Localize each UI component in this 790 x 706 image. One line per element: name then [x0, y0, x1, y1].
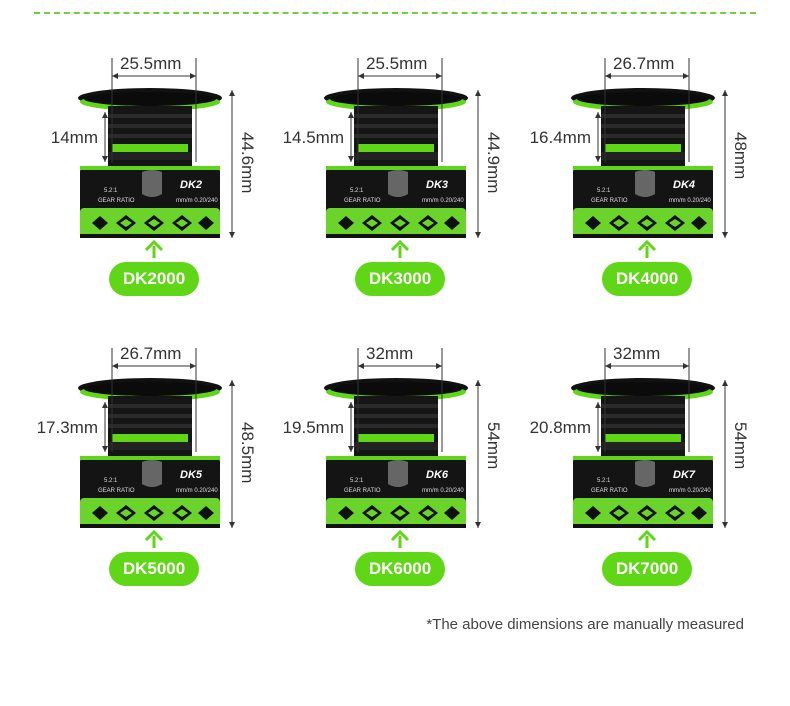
svg-text:GEAR RATIO: GEAR RATIO	[344, 198, 381, 204]
svg-text:mm/m 0.20/240: mm/m 0.20/240	[422, 488, 464, 494]
model-label-dk7000: DK7000	[602, 552, 692, 586]
spool-card-dk4000: 5.2:1 GEAR RATIO DK4 mm/m 0.20/240	[493, 40, 750, 300]
svg-text:DK3: DK3	[426, 179, 448, 191]
model-label-dk5000: DK5000	[109, 552, 199, 586]
svg-text:5.2:1: 5.2:1	[104, 188, 118, 194]
width-dimension-label: 25.5mm	[366, 54, 428, 73]
svg-text:5.2:1: 5.2:1	[597, 478, 611, 484]
svg-text:5.2:1: 5.2:1	[104, 478, 118, 484]
model-label-dk6000: DK6000	[355, 552, 445, 586]
height-dimension-label: 48mm	[731, 132, 750, 180]
width-dimension-label: 26.7mm	[613, 54, 675, 73]
svg-text:GEAR RATIO: GEAR RATIO	[591, 488, 628, 494]
depth-dimension-label: 17.3mm	[36, 418, 98, 437]
svg-text:mm/m 0.20/240: mm/m 0.20/240	[422, 198, 464, 204]
width-dimension-label: 32mm	[366, 344, 414, 363]
svg-text:mm/m 0.20/240: mm/m 0.20/240	[176, 198, 218, 204]
svg-text:GEAR RATIO: GEAR RATIO	[98, 488, 135, 494]
measurement-footnote: *The above dimensions are manually measu…	[426, 616, 744, 633]
svg-text:GEAR RATIO: GEAR RATIO	[98, 198, 135, 204]
spool-card-dk7000: 5.2:1 GEAR RATIO DK7 mm/m 0.20/240	[493, 330, 750, 590]
depth-dimension-label: 19.5mm	[282, 418, 344, 437]
svg-text:GEAR RATIO: GEAR RATIO	[344, 488, 381, 494]
svg-text:mm/m 0.20/240: mm/m 0.20/240	[176, 488, 218, 494]
depth-dimension-label: 20.8mm	[529, 418, 591, 437]
svg-text:mm/m 0.20/240: mm/m 0.20/240	[669, 198, 711, 204]
width-dimension-label: 32mm	[613, 344, 661, 363]
spool-illustration: 5.2:1 GEAR RATIO DK5 mm/m 0.20/240	[78, 348, 235, 548]
model-label-dk4000: DK4000	[602, 262, 692, 296]
svg-text:5.2:1: 5.2:1	[350, 188, 364, 194]
svg-text:mm/m 0.20/240: mm/m 0.20/240	[669, 488, 711, 494]
top-dashed-divider	[34, 12, 756, 14]
spool-card-dk3000: 5.2:1 GEAR RATIO DK3 mm/m 0.20/240	[246, 40, 503, 300]
spool-illustration: 5.2:1 GEAR RATIO DK4 mm/m 0.20/240	[571, 58, 728, 258]
spool-illustration: 5.2:1 GEAR RATIO DK6 mm/m 0.20/240	[324, 348, 481, 548]
svg-text:DK2: DK2	[180, 179, 202, 191]
depth-dimension-label: 14mm	[50, 128, 98, 147]
spool-card-dk5000: 5.2:1 GEAR RATIO DK5 mm/m 0.20/240	[0, 330, 257, 590]
svg-text:DK4: DK4	[673, 179, 695, 191]
svg-text:5.2:1: 5.2:1	[350, 478, 364, 484]
svg-text:GEAR RATIO: GEAR RATIO	[591, 198, 628, 204]
spool-illustration: 5.2:1 GEAR RATIO DK2 mm/m 0.20/240	[78, 58, 235, 258]
svg-text:DK7: DK7	[673, 469, 696, 481]
width-dimension-label: 25.5mm	[120, 54, 182, 73]
svg-text:DK6: DK6	[426, 469, 449, 481]
height-dimension-label: 54mm	[731, 422, 750, 470]
width-dimension-label: 26.7mm	[120, 344, 182, 363]
spool-card-dk6000: 5.2:1 GEAR RATIO DK6 mm/m 0.20/240	[246, 330, 503, 590]
svg-text:5.2:1: 5.2:1	[597, 188, 611, 194]
spool-illustration: 5.2:1 GEAR RATIO DK3 mm/m 0.20/240	[324, 58, 481, 258]
spool-illustration: 5.2:1 GEAR RATIO DK7 mm/m 0.20/240	[571, 348, 728, 548]
svg-text:DK5: DK5	[180, 469, 203, 481]
depth-dimension-label: 16.4mm	[529, 128, 591, 147]
spool-card-dk2000: 5.2:1 GEAR RATIO DK2 mm/m 0.20/240	[0, 40, 257, 300]
model-label-dk2000: DK2000	[109, 262, 199, 296]
depth-dimension-label: 14.5mm	[282, 128, 344, 147]
model-label-dk3000: DK3000	[355, 262, 445, 296]
